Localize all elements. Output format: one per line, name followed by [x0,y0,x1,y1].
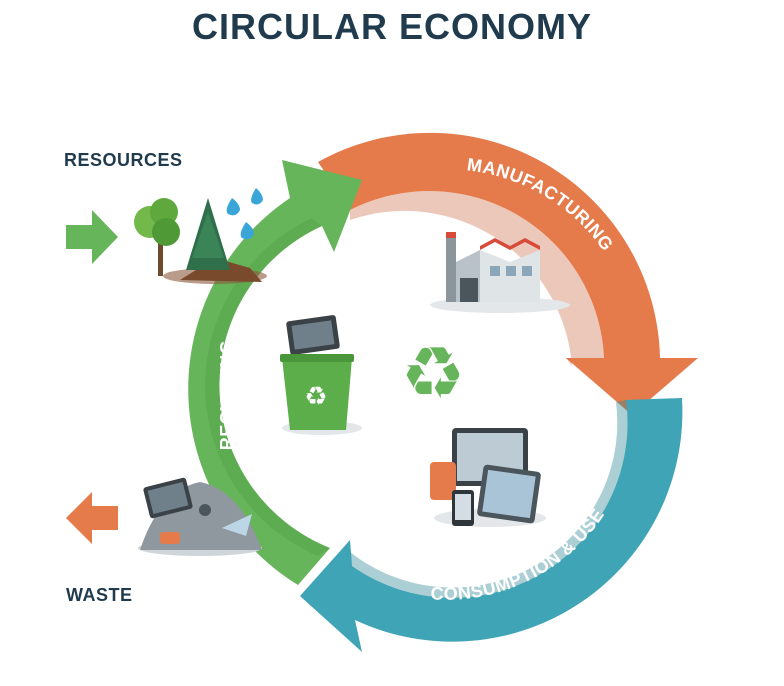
svg-text:♻: ♻ [401,331,466,415]
water-drops-icon [226,188,263,240]
factory-icon [430,232,570,313]
recycle-symbol-icon: ♻ [401,331,466,415]
svg-text:♻: ♻ [304,382,327,412]
resources-arrow-icon [66,210,118,264]
tree-icon [134,198,267,284]
recycling-label: RECYCLING [217,340,237,451]
waste-label: WASTE [66,585,133,605]
trash-pile-icon [138,477,262,556]
devices-icon [430,428,546,527]
waste-arrow-icon [66,492,118,544]
recycle-bin-icon: ♻ [280,315,362,435]
resources-label: RESOURCES [64,150,183,170]
diagram-title: CIRCULAR ECONOMY [192,6,592,47]
